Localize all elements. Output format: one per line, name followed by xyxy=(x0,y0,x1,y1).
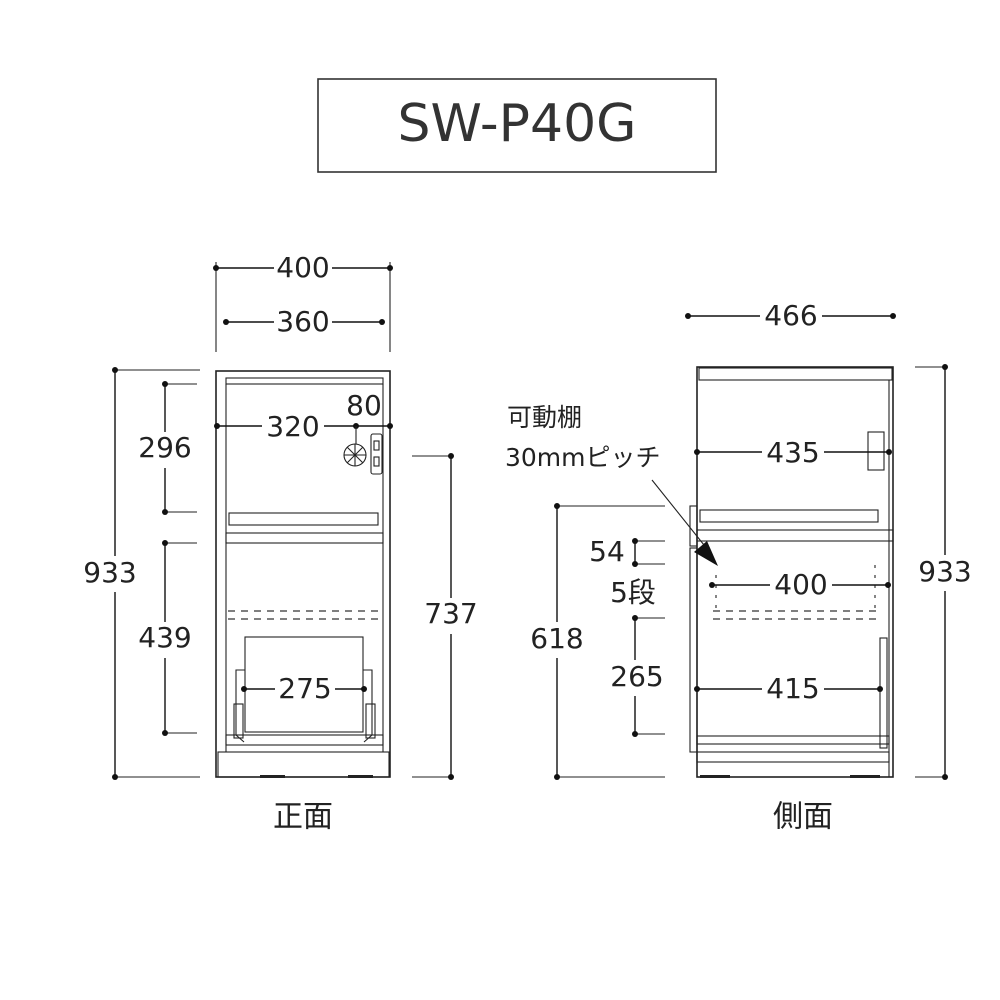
front-width-inner-label: 360 xyxy=(276,305,329,338)
side-view-cabinet xyxy=(689,366,894,778)
callout-line2: 30mmピッチ xyxy=(505,443,661,472)
front-height-total-label: 933 xyxy=(83,556,136,589)
side-lower-clear-label: 265 xyxy=(610,660,663,693)
front-view-caption: 正面 xyxy=(273,800,333,835)
adjustable-shelf-callout: 可動棚 30mmピッチ xyxy=(505,403,718,566)
side-lower-depth-label: 415 xyxy=(766,672,819,705)
side-view-caption: 側面 xyxy=(773,800,833,835)
model-title: SW-P40G xyxy=(398,94,637,154)
front-upper-height-label: 296 xyxy=(138,431,191,464)
outlet-icon xyxy=(343,433,383,475)
front-width-outer-label: 400 xyxy=(276,251,329,284)
front-lower-height-label: 439 xyxy=(138,621,191,654)
shelf-steps-label: 5段 xyxy=(610,576,656,609)
side-lower-height-label: 618 xyxy=(530,622,583,655)
model-title-box: SW-P40G xyxy=(317,78,717,173)
outlet-offset-label: 80 xyxy=(346,389,382,422)
front-view-cabinet xyxy=(215,370,391,778)
front-upper-width-label: 320 xyxy=(266,410,319,443)
front-view-dimensions: 400 360 933 296 439 320 80 xyxy=(80,251,482,780)
side-depth-outer-label: 466 xyxy=(764,299,817,332)
callout-arrow-icon xyxy=(694,541,718,566)
side-upper-depth-label: 435 xyxy=(766,436,819,469)
bin-width-label: 275 xyxy=(278,672,331,705)
shelf-pitch-label: 54 xyxy=(589,535,625,568)
front-right-height-label: 737 xyxy=(424,597,477,630)
side-view-dimensions: 466 933 435 618 54 5段 265 400 xyxy=(526,299,977,780)
shelf-depth-label: 400 xyxy=(774,568,827,601)
callout-line1: 可動棚 xyxy=(507,403,582,432)
side-height-total-label: 933 xyxy=(918,555,971,588)
